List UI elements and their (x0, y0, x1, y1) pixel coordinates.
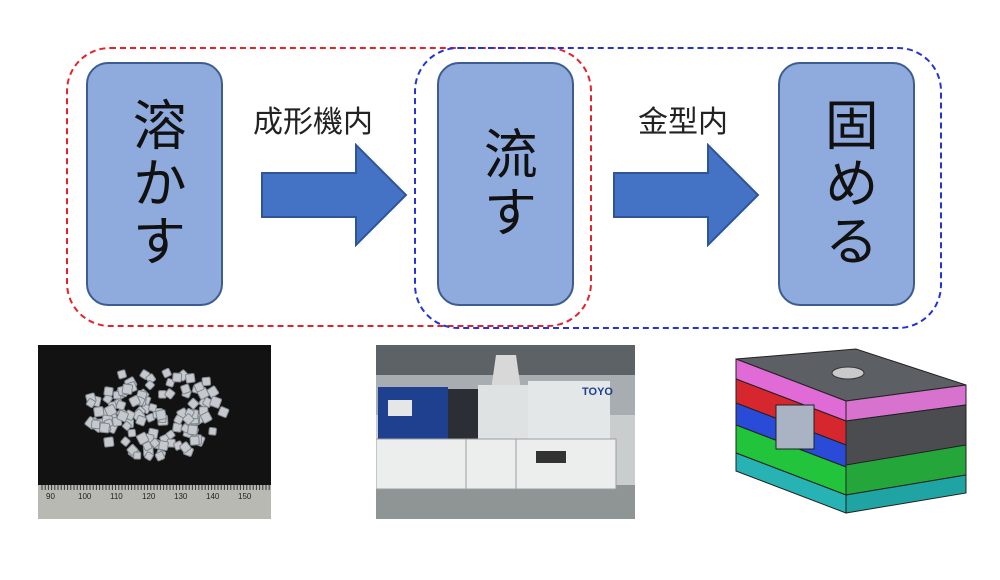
pellet (164, 388, 176, 400)
pellet (200, 411, 213, 424)
pellet (103, 436, 115, 448)
ruler-tick-label: 150 (238, 492, 252, 501)
pellet (136, 431, 150, 445)
pellet (187, 424, 199, 436)
ruler-tick-label: 90 (46, 492, 55, 501)
pellet (158, 440, 169, 451)
ruler-tick-label: 130 (174, 492, 188, 501)
pellet (155, 409, 167, 421)
mold-3d-model-image (716, 345, 980, 525)
pellet (185, 373, 196, 384)
pellet (182, 413, 195, 426)
pellet (179, 441, 192, 454)
pellet (173, 414, 184, 425)
arrow-label-mold: 金型内 (638, 105, 728, 140)
pellet (148, 403, 158, 413)
arrow-right-icon (613, 143, 760, 247)
machine-brand-text: TOYO (582, 386, 613, 398)
pellet (115, 400, 127, 411)
pellet (127, 428, 137, 438)
pellet (193, 381, 205, 393)
pellets-illustration: 90 100 110 120 130 140 150 (38, 345, 271, 519)
pellet (172, 372, 183, 383)
pellet (161, 367, 172, 379)
pellet (154, 451, 166, 462)
pellet (149, 437, 160, 449)
pellet (128, 394, 141, 408)
pellet (99, 422, 111, 434)
pellet (201, 376, 212, 387)
pellet (117, 369, 127, 380)
injection-molding-machine-photo: TOYO (376, 345, 635, 519)
pellet (189, 435, 200, 446)
pellet (180, 383, 191, 395)
step-flow-label: 流す (474, 126, 538, 242)
ruler-tick-label: 120 (142, 492, 156, 501)
step-flow-box: 流す (437, 62, 574, 306)
pellet (85, 398, 96, 409)
step-solidify-label: 固める (815, 97, 879, 271)
pellet (133, 451, 142, 460)
pellet (116, 409, 129, 423)
step-melt-box: 溶かす (86, 62, 223, 306)
mold-illustration (735, 348, 967, 514)
pellet (187, 397, 200, 410)
ruler-tick-label: 100 (78, 492, 92, 501)
pellet (93, 406, 105, 418)
pellet (144, 451, 154, 461)
resin-pellets-photo: 90 100 110 120 130 140 150 (38, 345, 271, 519)
pellet (135, 415, 147, 427)
ruler-tick-label: 140 (206, 492, 220, 501)
group-blue-dashed (414, 47, 942, 329)
pellet (209, 395, 222, 409)
pellet (145, 380, 155, 390)
pellet (122, 421, 132, 431)
step-solidify-box: 固める (778, 62, 915, 306)
step-melt-label: 溶かす (123, 97, 187, 271)
ruler-tick-label: 110 (110, 492, 123, 501)
machine-illustration: TOYO (376, 345, 635, 519)
pellet (121, 383, 134, 395)
pellet (208, 426, 217, 436)
arrow-right-icon (261, 143, 408, 247)
pellet (165, 429, 176, 440)
arrow-label-machine: 成形機内 (253, 105, 373, 140)
group-red-dashed (66, 47, 592, 327)
pellet (104, 404, 118, 417)
pellet (120, 436, 131, 447)
pellet (103, 386, 114, 397)
pellet (217, 406, 230, 418)
pellet (90, 419, 101, 430)
